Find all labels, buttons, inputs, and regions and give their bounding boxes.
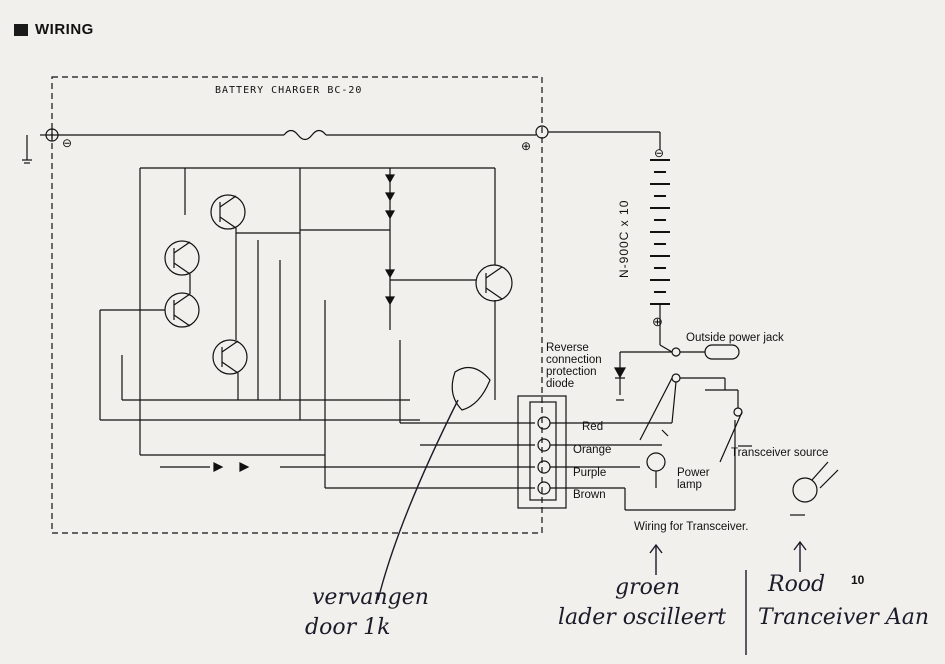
svg-text:⊕: ⊕ (521, 139, 531, 153)
charger-title: BATTERY CHARGER BC-20 (215, 85, 363, 96)
reverse-diode-label-3: protection (546, 366, 597, 378)
handwritten-note-left-2: door 1k (305, 615, 391, 640)
terminal-label-brown: Brown (573, 489, 606, 501)
reverse-diode-label-4: diode (546, 378, 575, 390)
wiring-for-transceiver-label: Wiring for Transceiver. (634, 521, 749, 533)
svg-text:⊖: ⊖ (62, 136, 72, 150)
terminal-label-red: Red (582, 421, 604, 433)
heading-marker (14, 23, 28, 36)
reverse-diode-label-2: connection (546, 354, 602, 366)
svg-text:⊖: ⊖ (654, 146, 664, 160)
transceiver-source-label: Transceiver source (731, 447, 829, 459)
terminal-label-purple: Purple (573, 467, 607, 479)
svg-text:⊕: ⊕ (652, 314, 663, 329)
charger-enclosure (51, 76, 543, 534)
power-lamp-label-2: lamp (677, 479, 702, 491)
reverse-diode-label-1: Reverse (546, 342, 589, 354)
transistor-circuit (99, 167, 535, 489)
outside-jack-label: Outside power jack (686, 332, 784, 344)
handwritten-note-right-2: Tranceiver Aan (758, 605, 929, 630)
handwritten-note-right-1: Rood (768, 572, 826, 597)
handwritten-marks (377, 399, 807, 655)
handwritten-note-left-1: vervangen (312, 585, 429, 610)
handwritten-note-middle-2: lader oscilleert (558, 605, 727, 630)
handwritten-note-middle-1: groen (615, 575, 681, 600)
page-title: WIRING (35, 21, 94, 38)
wiring-heading: WIRING (14, 21, 94, 38)
diodes (213, 174, 396, 472)
power-jack-circuit (613, 344, 839, 516)
battery-stack (650, 159, 670, 305)
terminal-label-orange: Orange (573, 444, 612, 456)
top-rail (22, 125, 661, 164)
battery-label: N-900C x 10 (617, 199, 631, 278)
page-number: 10 (851, 573, 865, 587)
power-lamp-label-1: Power (677, 467, 710, 479)
terminal-block (517, 395, 567, 509)
